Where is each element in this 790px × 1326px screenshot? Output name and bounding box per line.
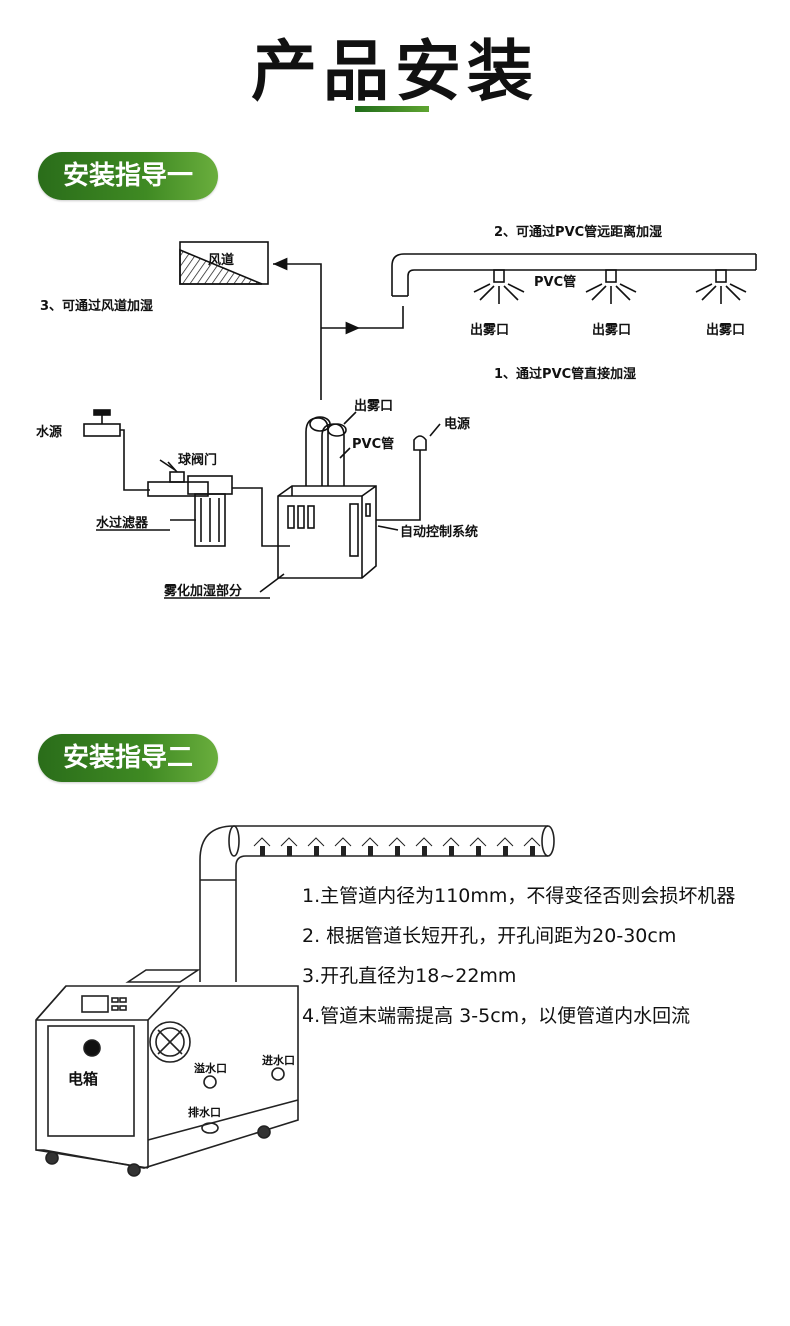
step-4: 4.管道末端需提高 3-5cm，以便管道内水回流	[302, 1005, 691, 1027]
power-plug-icon	[413, 435, 427, 451]
diagram-guide1	[83, 241, 757, 599]
power-label: 电源	[444, 416, 470, 432]
duct-note: 3、可通过风道加湿	[40, 298, 153, 314]
duct-label: 风道	[208, 252, 234, 268]
pvc-pipe-label-2: PVC管	[352, 436, 394, 452]
overflow-port-label: 溢水口	[194, 1061, 227, 1075]
water-filter-icon	[187, 475, 233, 547]
pvc-pipe-label: PVC管	[534, 274, 576, 290]
pvc-far-note: 2、可通过PVC管远距离加湿	[494, 224, 662, 240]
control-system-label: 自动控制系统	[400, 524, 478, 540]
pipe-hole-marks	[253, 837, 541, 847]
install-steps: 1.主管道内径为110mm，不得变径否则会损坏机器 2. 根据管道长短开孔，开孔…	[302, 876, 782, 1036]
water-tap-icon	[83, 409, 150, 491]
mist-outlet-label: 出雾口	[354, 398, 393, 414]
power-cable	[376, 450, 421, 521]
step-1: 1.主管道内径为110mm，不得变径否则会损坏机器	[302, 885, 736, 907]
diagram-guide2	[35, 825, 555, 1177]
humidifier-unit	[277, 485, 377, 579]
pvc-direct-note: 1、通过PVC管直接加湿	[494, 366, 636, 382]
guide1-heading: 安装指导一	[38, 152, 218, 200]
nozzle-2	[585, 269, 637, 304]
water-source-label: 水源	[36, 424, 62, 440]
humidifier-machine	[35, 969, 299, 1177]
ball-valve-icon	[147, 461, 209, 497]
outlet-label-2: 出雾口	[592, 322, 631, 338]
inlet-port-label: 进水口	[262, 1053, 295, 1067]
nozzle-1	[473, 269, 525, 304]
duct-icon	[179, 241, 269, 285]
electric-box-label: 电箱	[68, 1070, 98, 1088]
outlet-label-3: 出雾口	[706, 322, 745, 338]
pipe-holes	[260, 846, 535, 856]
title-underline	[355, 106, 429, 112]
drain-port-label: 排水口	[188, 1105, 221, 1119]
step-3: 3.开孔直径为18~22mm	[302, 965, 517, 987]
pvc-pipe-top	[391, 253, 757, 297]
ball-valve-label: 球阀门	[178, 452, 217, 468]
mist-outlet-pipes	[305, 416, 347, 486]
outlet-label-1: 出雾口	[470, 322, 509, 338]
main-pipe	[199, 825, 555, 982]
atomizer-part-label: 雾化加湿部分	[163, 583, 242, 599]
nozzle-3	[695, 269, 747, 304]
step-2: 2. 根据管道长短开孔，开孔间距为20-30cm	[302, 925, 677, 947]
page-title: 产品安装	[251, 33, 539, 110]
guide2-heading: 安装指导二	[38, 734, 218, 782]
water-filter-label: 水过滤器	[96, 515, 149, 531]
